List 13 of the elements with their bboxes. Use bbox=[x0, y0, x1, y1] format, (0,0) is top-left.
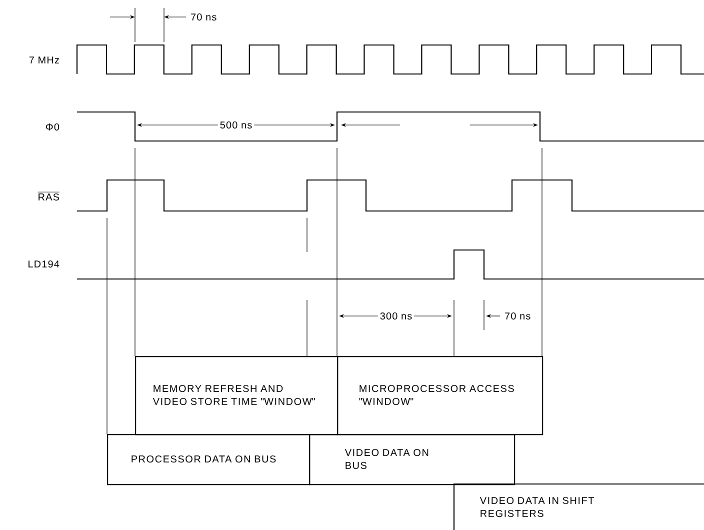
signal-name: Φ0 bbox=[46, 123, 60, 131]
dimension-label: 300 ns bbox=[378, 310, 414, 322]
timing-window-box: MEMORY REFRESH AND VIDEO STORE TIME "WINDOW" bbox=[135, 356, 338, 436]
timing-window-box: MICROPROCESSOR ACCESS "WINDOW" bbox=[337, 356, 544, 436]
dimension-label: 70 ns bbox=[505, 312, 530, 320]
timing-window-box: VIDEO DATA IN SHIFT REGISTERS bbox=[453, 483, 704, 530]
timing-window-box: VIDEO DATA ON BUS bbox=[309, 434, 516, 486]
timing-window-box: PROCESSOR DATA ON BUS bbox=[107, 434, 310, 486]
signal-name: RAS bbox=[38, 192, 60, 201]
dimension-label: 500 ns bbox=[218, 119, 254, 131]
signal-name: 7 MHz bbox=[29, 56, 59, 64]
dimension-label: 70 ns bbox=[191, 13, 216, 21]
signal-name: LD194 bbox=[28, 260, 60, 268]
